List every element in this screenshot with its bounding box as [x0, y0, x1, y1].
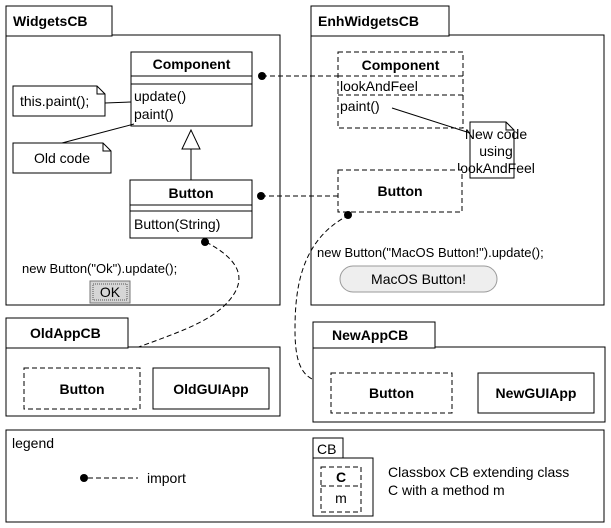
import-old-app-dot [201, 238, 209, 246]
new-gui-app-class-box [477, 372, 595, 414]
new-app-button-class-box [330, 372, 453, 414]
import-button-dot [257, 192, 265, 200]
macos-button-label: MacOS Button! [371, 271, 466, 287]
enh-component-class-box [337, 51, 464, 129]
old-app-cb-classbox: OldAppCB Button OldGUIApp [5, 317, 281, 417]
legend-title: legend [12, 435, 54, 451]
note-new-code-line-1: New code [465, 126, 527, 142]
enh-component-field-lookandfeel: lookAndFeel [340, 78, 418, 94]
old-gui-app-class-box [152, 367, 270, 410]
legend-cb-label: CB [317, 441, 336, 457]
enh-widgets-cb-title: EnhWidgetsCB [318, 13, 419, 29]
new-app-cb-tab [312, 321, 436, 349]
new-app-cb-classbox: NewAppCB Button NewGUIApp [312, 321, 606, 423]
inheritance-arrow-icon [181, 128, 201, 150]
macos-button: MacOS Button! [339, 265, 498, 293]
legend: legend import CB C m Classbox CB extendi… [5, 429, 605, 523]
button-class-box [129, 179, 253, 239]
button-class: Button Button(String) [129, 179, 253, 239]
enh-widgets-cb-classbox: EnhWidgetsCB Component lookAndFeel paint… [310, 5, 605, 306]
ok-button-label: OK [100, 284, 121, 300]
old-gui-app-class-name: OldGUIApp [173, 381, 248, 397]
note-old-code: Old code [12, 123, 135, 174]
old-app-button-class-box [23, 367, 141, 410]
enh-button-class-name: Button [377, 183, 422, 199]
enh-widgets-cb-code: new Button("MacOS Button!").update(); [317, 245, 544, 260]
widgets-cb-code: new Button("Ok").update(); [22, 261, 177, 276]
legend-method-name: m [335, 490, 347, 506]
ok-button: OK [89, 280, 131, 304]
old-app-button-class-name: Button [59, 381, 104, 397]
import-new-app-dot [344, 211, 352, 219]
import-component-dot [258, 72, 266, 80]
button-class-name: Button [168, 185, 213, 201]
legend-import-label: import [147, 470, 186, 486]
legend-description-line-1: Classbox CB extending class [388, 464, 569, 480]
note-this-paint-text: this.paint(); [20, 93, 89, 109]
widgets-cb-tab [5, 5, 113, 37]
legend-description-line-2: C with a method m [388, 482, 505, 498]
legend-frame [5, 429, 605, 523]
note-new-code-line-2: using [479, 143, 512, 159]
legend-class-box [320, 466, 362, 513]
old-app-cb-tab [5, 317, 129, 349]
enh-component-method-paint: paint() [340, 98, 380, 114]
legend-import-dot [80, 474, 88, 482]
button-constructor: Button(String) [134, 216, 220, 232]
note-old-code-text: Old code [34, 150, 90, 166]
widgets-cb-classbox: WidgetsCB Component update() paint() thi… [5, 5, 281, 306]
old-app-cb-title: OldAppCB [30, 325, 101, 341]
import-new-app-line [294, 214, 350, 384]
legend-class-name: C [336, 469, 346, 485]
component-method-update: update() [134, 88, 186, 104]
component-class-name: Component [153, 56, 231, 72]
note-new-code-line-3: lookAndFeel [457, 160, 535, 176]
enh-button-class-box [337, 169, 463, 213]
component-class: Component update() paint() [130, 51, 253, 127]
enh-component-class: Component lookAndFeel paint() [337, 51, 464, 129]
widgets-cb-title: WidgetsCB [13, 13, 88, 29]
enh-component-class-name: Component [362, 57, 440, 73]
new-gui-app-class-name: NewGUIApp [496, 385, 577, 401]
note-new-code: New code using lookAndFeel [391, 107, 535, 179]
component-class-box [130, 51, 253, 127]
new-app-cb-title: NewAppCB [332, 327, 408, 343]
component-method-paint: paint() [134, 106, 174, 122]
note-this-paint: this.paint(); [12, 85, 132, 117]
enh-button-class: Button [337, 169, 463, 213]
enh-widgets-cb-tab [310, 5, 450, 37]
new-app-button-class-name: Button [369, 385, 414, 401]
